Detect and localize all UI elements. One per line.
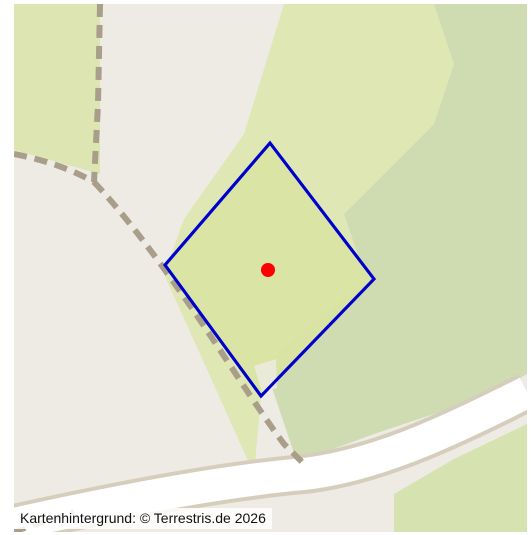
map-viewport[interactable] bbox=[14, 4, 527, 532]
map-canvas[interactable] bbox=[14, 4, 527, 532]
parcel-outline bbox=[163, 140, 376, 399]
farmland-area-dark bbox=[264, 4, 527, 459]
footpath-vertical bbox=[91, 4, 103, 183]
meadow-area-bottom-right bbox=[394, 424, 527, 532]
footpath-left bbox=[14, 151, 96, 185]
footpath-diagonal bbox=[91, 179, 309, 469]
meadow-area-top-left bbox=[14, 4, 100, 174]
map-attribution: Kartenhintergrund: © Terrestris.de 2026 bbox=[14, 508, 272, 529]
road bbox=[14, 377, 527, 532]
parcel-center-point[interactable] bbox=[261, 263, 275, 277]
